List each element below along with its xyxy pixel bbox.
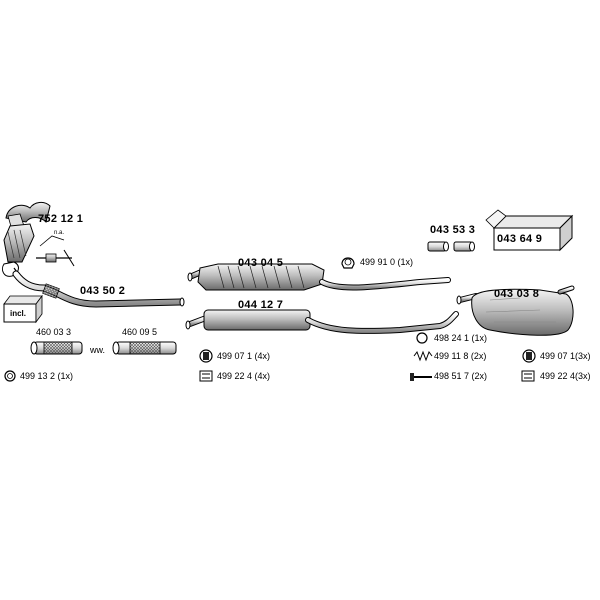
- flex-pipe-a: [30, 341, 83, 355]
- fitting-499-07-1-rear: 499 07 1(3x): [540, 351, 591, 361]
- spring-icon: [413, 350, 433, 362]
- incl-box: [3, 294, 43, 324]
- part-number-middle-silencer-2: 044 12 7: [238, 299, 284, 311]
- note-ww: ww.: [90, 345, 106, 355]
- note-na: n.a.: [54, 230, 65, 236]
- clamp-hanger-icon: [341, 257, 355, 269]
- gasket-ring-icon: [416, 332, 428, 344]
- middle-silencer-1: [187, 263, 451, 291]
- fitting-499-11-8: 499 11 8 (2x): [434, 351, 487, 361]
- flex-pipe-b: [112, 341, 177, 355]
- front-pipe: [12, 270, 185, 308]
- clamp-bracket-icon-2: [521, 370, 535, 382]
- fitting-499-91-0: 499 91 0 (1x): [360, 257, 414, 267]
- fitting-499-07-1: 499 07 1 (4x): [217, 351, 271, 361]
- part-number-rear-silencer: 043 03 8: [494, 288, 540, 300]
- rubber-mount-icon-2: [522, 349, 536, 363]
- oxygen-sensor: [36, 235, 75, 267]
- part-number-flex-b: 460 09 5: [122, 327, 158, 337]
- clamp-bracket-icon: [199, 370, 213, 382]
- tail-tips: [427, 241, 475, 252]
- fitting-499-22-4: 499 22 4 (4x): [217, 371, 271, 381]
- clamp-ring-icon: [4, 370, 16, 382]
- rear-silencer: [456, 285, 575, 336]
- mounting-kit-box: [485, 209, 574, 252]
- fitting-499-13-2: 499 13 2 (1x): [20, 371, 74, 381]
- rubber-mount-icon: [199, 349, 213, 363]
- fitting-499-22-4-rear: 499 22 4(3x): [540, 371, 591, 381]
- part-number-flex-a: 460 03 3: [36, 327, 72, 337]
- bolt-icon: [410, 373, 432, 381]
- part-number-middle-silencer-1: 043 04 5: [238, 257, 284, 269]
- note-incl: incl.: [10, 309, 27, 318]
- part-number-catalyst: 752 12 1: [38, 213, 84, 225]
- part-number-tail-tips: 043 53 3: [430, 224, 476, 236]
- fitting-498-24-1: 498 24 1 (1x): [434, 333, 488, 343]
- part-number-front-pipe: 043 50 2: [80, 285, 126, 297]
- part-number-mounting-kit: 043 64 9: [497, 233, 543, 245]
- middle-silencer-2: [185, 309, 459, 334]
- fitting-498-51-7: 498 51 7 (2x): [434, 371, 488, 381]
